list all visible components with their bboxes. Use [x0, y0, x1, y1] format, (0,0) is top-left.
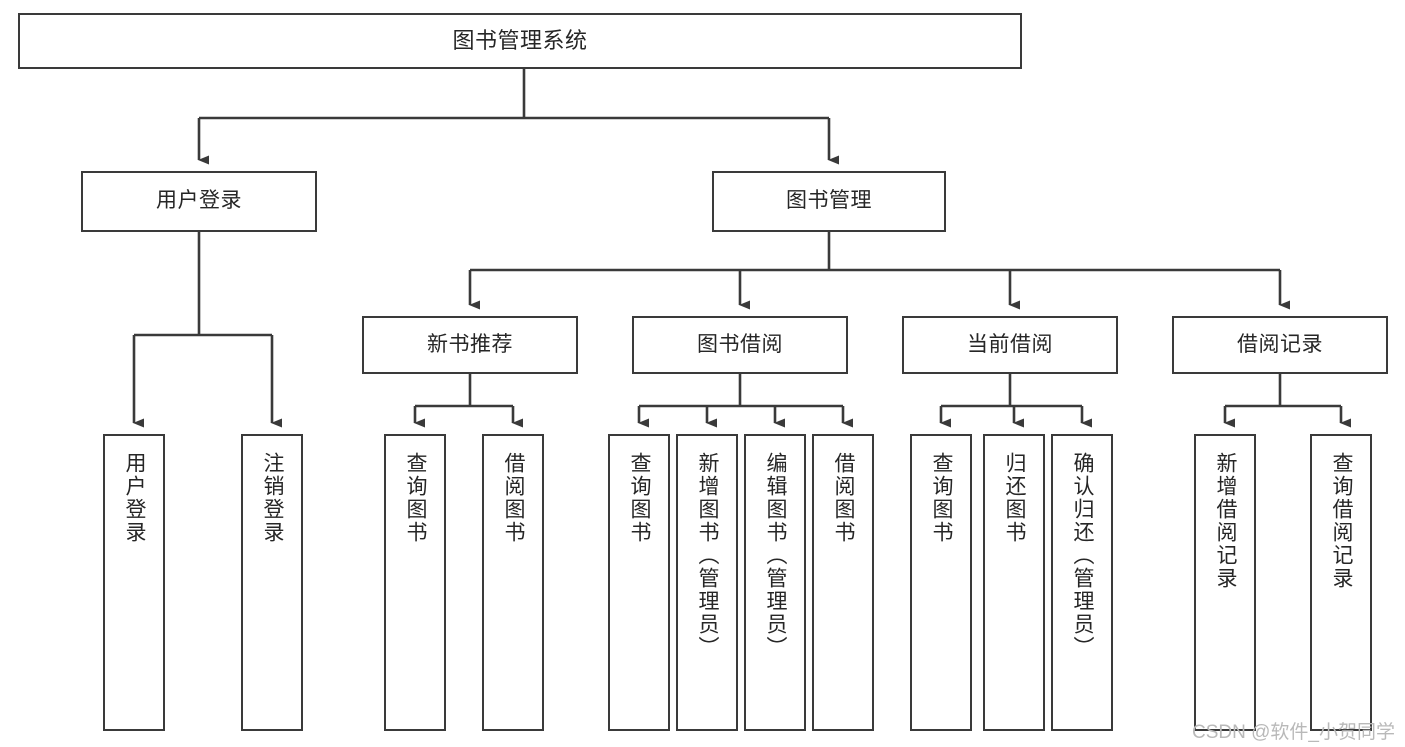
- node-leaf-borrow-book-1[interactable]: 借阅图书: [482, 434, 544, 731]
- node-new-book-recommend-label: 新书推荐: [427, 332, 513, 356]
- node-leaf-query-record[interactable]: 查询借阅记录: [1310, 434, 1372, 731]
- node-leaf-return-book-label: 归还图书: [1003, 452, 1027, 544]
- node-root[interactable]: 图书管理系统: [18, 13, 1022, 69]
- node-book-manage-label: 图书管理: [786, 189, 872, 213]
- node-borrow-record[interactable]: 借阅记录: [1172, 316, 1388, 374]
- node-leaf-query-book-3[interactable]: 查询图书: [910, 434, 972, 731]
- node-borrow-record-label: 借阅记录: [1237, 332, 1323, 356]
- node-leaf-query-book-3-label: 查询图书: [930, 452, 954, 544]
- node-book-manage[interactable]: 图书管理: [712, 171, 946, 232]
- node-user-login-label: 用户登录: [156, 189, 242, 213]
- node-new-book-recommend[interactable]: 新书推荐: [362, 316, 578, 374]
- node-leaf-borrow-book-2-label: 借阅图书: [832, 452, 856, 544]
- node-book-borrow[interactable]: 图书借阅: [632, 316, 848, 374]
- node-leaf-user-logout-label: 注销登录: [261, 452, 285, 544]
- node-leaf-add-book-label: 新增图书（管理员）: [696, 452, 720, 659]
- node-leaf-confirm-return-label: 确认归还（管理员）: [1071, 452, 1095, 659]
- node-leaf-user-login-label: 用户登录: [123, 452, 147, 544]
- node-leaf-query-record-label: 查询借阅记录: [1330, 452, 1354, 590]
- node-leaf-confirm-return[interactable]: 确认归还（管理员）: [1051, 434, 1113, 731]
- node-leaf-add-record[interactable]: 新增借阅记录: [1194, 434, 1256, 731]
- node-current-borrow-label: 当前借阅: [967, 332, 1053, 356]
- csdn-watermark: CSDN @软件_小贺同学: [1192, 722, 1395, 743]
- node-leaf-query-book-1[interactable]: 查询图书: [384, 434, 446, 731]
- node-leaf-edit-book-label: 编辑图书（管理员）: [764, 452, 788, 659]
- node-leaf-borrow-book-2[interactable]: 借阅图书: [812, 434, 874, 731]
- node-leaf-return-book[interactable]: 归还图书: [983, 434, 1045, 731]
- node-leaf-query-book-1-label: 查询图书: [404, 452, 428, 544]
- node-root-label: 图书管理系统: [452, 28, 588, 54]
- node-leaf-add-record-label: 新增借阅记录: [1214, 452, 1238, 590]
- node-leaf-user-login[interactable]: 用户登录: [103, 434, 165, 731]
- node-leaf-edit-book[interactable]: 编辑图书（管理员）: [744, 434, 806, 731]
- node-current-borrow[interactable]: 当前借阅: [902, 316, 1118, 374]
- node-leaf-query-book-2-label: 查询图书: [628, 452, 652, 544]
- node-leaf-add-book[interactable]: 新增图书（管理员）: [676, 434, 738, 731]
- node-book-borrow-label: 图书借阅: [697, 332, 783, 356]
- node-leaf-user-logout[interactable]: 注销登录: [241, 434, 303, 731]
- node-leaf-query-book-2[interactable]: 查询图书: [608, 434, 670, 731]
- node-leaf-borrow-book-1-label: 借阅图书: [502, 452, 526, 544]
- node-user-login[interactable]: 用户登录: [81, 171, 317, 232]
